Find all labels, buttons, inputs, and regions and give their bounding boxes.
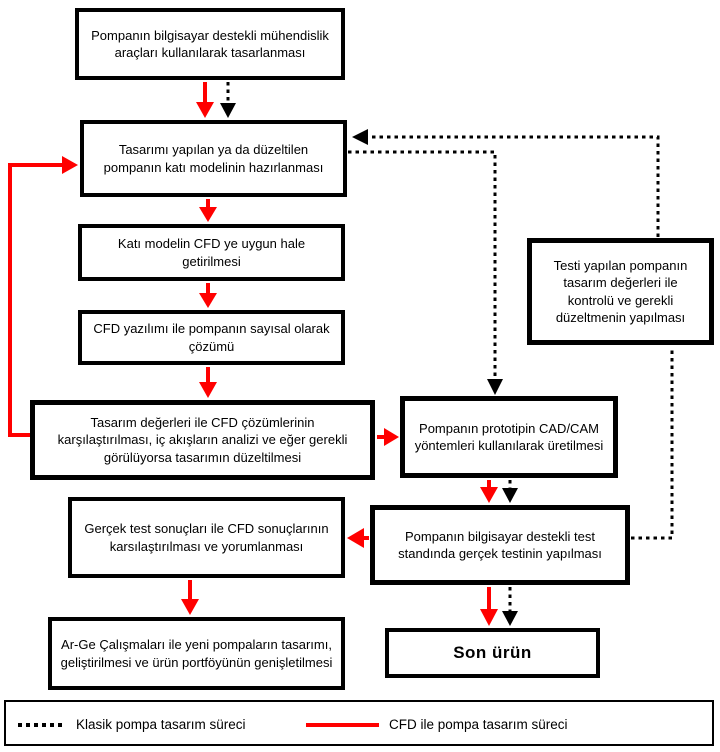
node-solid-model: Tasarımı yapılan ya da düzeltilen pompan… <box>80 120 347 197</box>
node-cfd-prep: Katı modelin CFD ye uygun hale getirilme… <box>78 224 345 281</box>
arrow-red-cfd-solve-to-compare <box>199 367 217 398</box>
node-design: Pompanın bilgisayar destekli mühendislik… <box>75 8 345 80</box>
legend-label-cfd: CFD ile pompa tasarım süreci <box>389 717 568 732</box>
arrow-red-solid-model-to-cfd-prep <box>199 199 217 222</box>
node-rnd: Ar-Ge Çalışmaları ile yeni pompaların ta… <box>48 617 345 690</box>
arrow-red-test-compare-to-rnd <box>181 580 199 615</box>
legend-label-classic: Klasik pompa tasarım süreci <box>76 717 246 732</box>
arrow-dotted-solid-model-to-prototype <box>348 150 503 395</box>
arrow-red-real-test-to-test-compare <box>347 528 369 548</box>
legend: Klasik pompa tasarım süreci CFD ile pomp… <box>4 700 714 746</box>
node-cfd-solve: CFD yazılımı ile pompanın sayısal olarak… <box>78 310 345 365</box>
arrow-dotted-real-test-to-final-product <box>502 587 518 626</box>
legend-dotted-line-sample <box>18 723 66 727</box>
arrow-red-compare-loop-to-solid-model <box>8 156 78 437</box>
arrow-red-cfd-prep-to-cfd-solve <box>199 283 217 308</box>
node-test-compare: Gerçek test sonuçları ile CFD sonuçların… <box>68 497 345 578</box>
node-compare: Tasarım değerleri ile CFD çözümlerinin k… <box>30 400 375 480</box>
arrow-red-real-test-to-final-product <box>480 587 498 626</box>
arrow-red-compare-to-prototype <box>377 428 399 446</box>
arrow-dotted-design-to-solid-model <box>220 82 236 118</box>
node-final-product: Son ürün <box>385 628 600 678</box>
arrow-red-prototype-to-real-test <box>480 480 498 503</box>
arrow-dotted-prototype-to-real-test <box>502 480 518 503</box>
node-test-check: Testi yapılan pompanın tasarım değerleri… <box>527 238 714 345</box>
legend-red-line-sample <box>306 723 379 727</box>
node-prototype: Pompanın prototipin CAD/CAM yöntemleri k… <box>400 396 618 478</box>
line-dotted-real-test-to-test-check <box>631 347 674 540</box>
node-real-test: Pompanın bilgisayar destekli test standı… <box>370 505 630 585</box>
arrow-red-design-to-solid-model <box>196 82 214 118</box>
arrow-dotted-test-check-to-solid-model <box>352 129 660 237</box>
